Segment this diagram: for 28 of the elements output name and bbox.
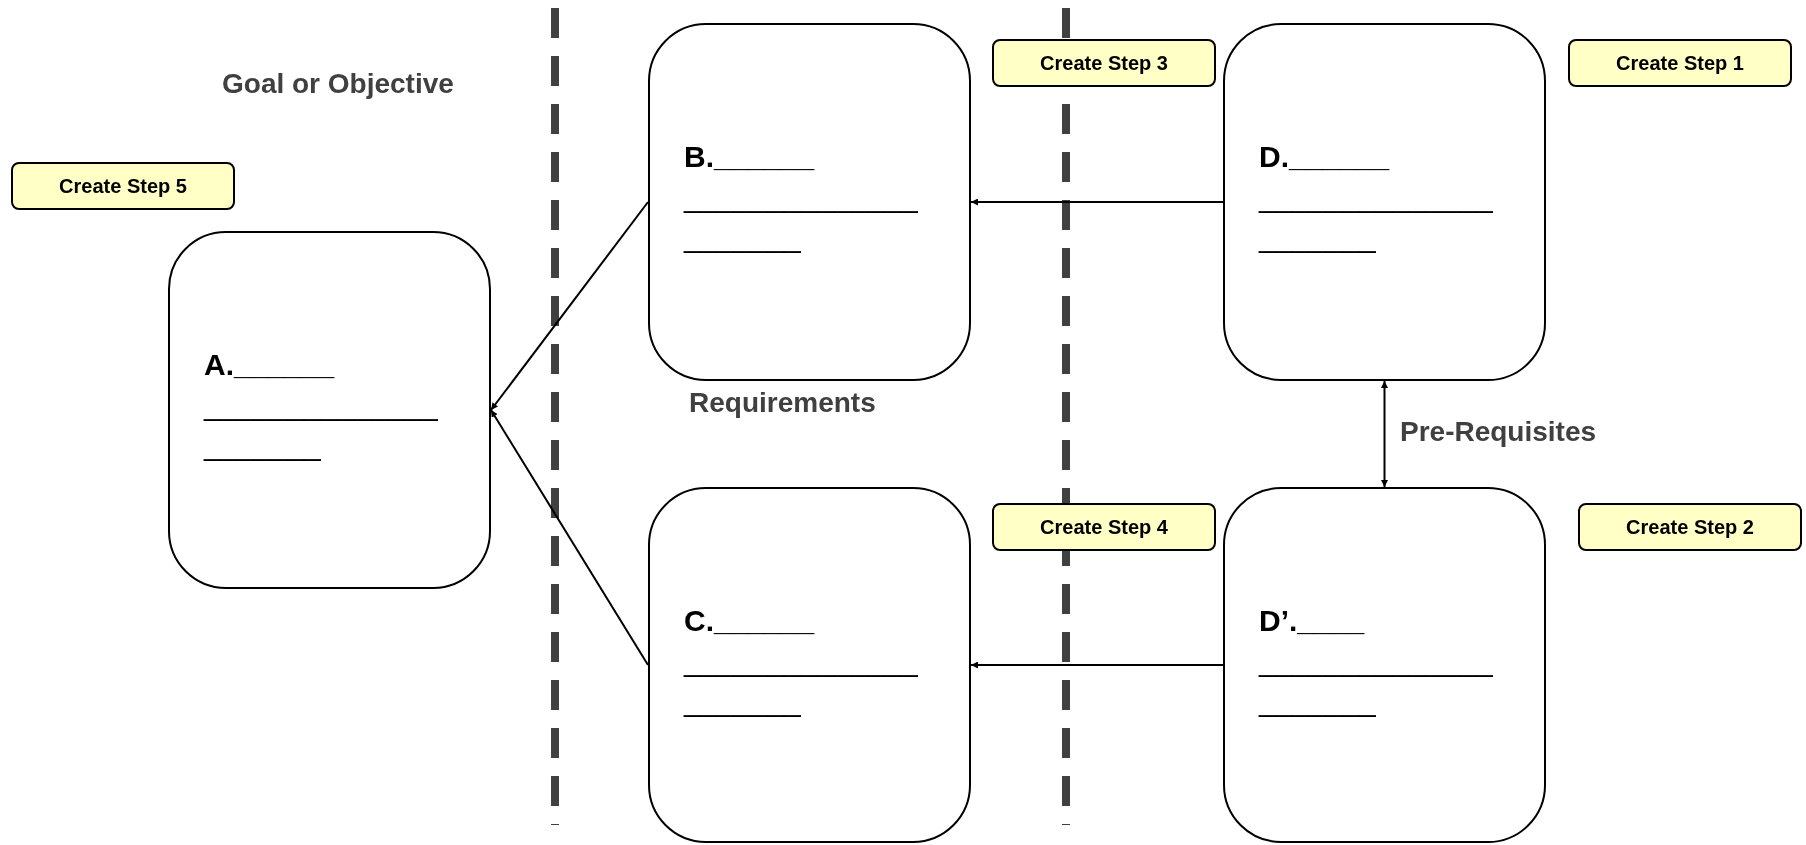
fill-in-line: ______________ _______: [1259, 179, 1494, 255]
fill-in-line: ______________ _______: [684, 179, 919, 255]
rounded-box: [168, 231, 491, 589]
rounded-box: [1223, 487, 1546, 843]
fill-in-line: ______________ _______: [1259, 643, 1494, 719]
rounded-box: [648, 487, 971, 843]
section-label: Goal or Objective: [222, 68, 454, 100]
box-heading: A.______: [204, 347, 335, 383]
arrow: [490, 201, 649, 411]
fill-in-line: ______________ _______: [204, 387, 439, 463]
arrow: [970, 198, 1224, 206]
box-heading: B.______: [684, 139, 815, 175]
box-heading: C.______: [684, 603, 815, 639]
box-heading: D.______: [1259, 139, 1390, 175]
rounded-box: [648, 23, 971, 381]
step-box: Create Step 3: [992, 39, 1216, 87]
step-box: Create Step 5: [11, 162, 235, 210]
step-box: Create Step 4: [992, 503, 1216, 551]
arrow: [970, 661, 1224, 669]
step-box: Create Step 1: [1568, 39, 1792, 87]
arrow: [490, 409, 649, 666]
rounded-box: [1223, 23, 1546, 381]
arrow: [1381, 380, 1388, 488]
section-label: Requirements: [689, 387, 876, 419]
box-heading: D’.____: [1259, 603, 1365, 639]
section-label: Pre-Requisites: [1400, 416, 1597, 448]
step-box: Create Step 2: [1578, 503, 1802, 551]
fill-in-line: ______________ _______: [684, 643, 919, 719]
